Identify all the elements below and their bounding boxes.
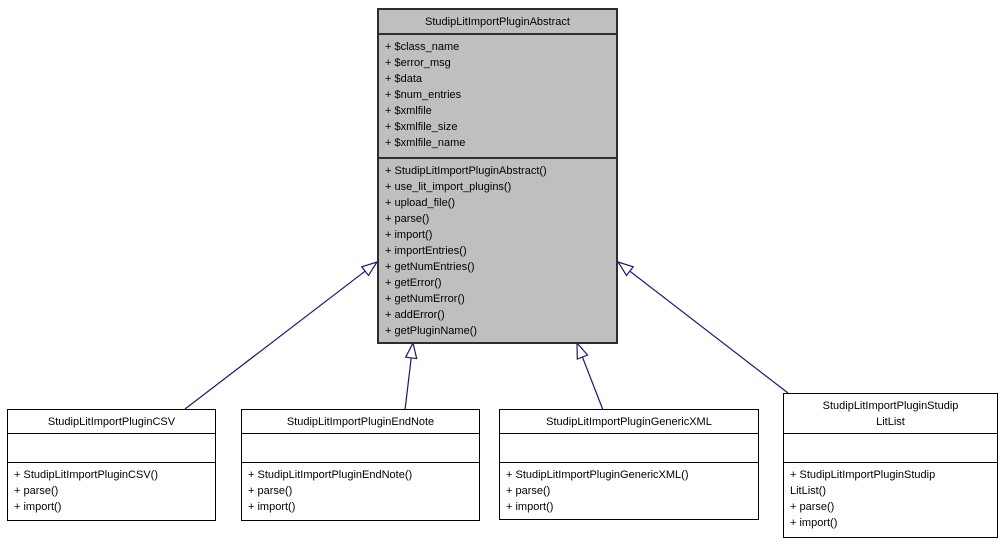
method-row: + getNumEntries() xyxy=(385,261,475,273)
method-row: + upload_file() xyxy=(385,197,456,209)
method-row: + parse() xyxy=(506,485,551,497)
class-title: StudipLitImportPluginAbstract xyxy=(379,10,616,35)
attributes-section xyxy=(500,434,758,463)
method-row: + use_lit_import_plugins() xyxy=(385,181,512,193)
method-row: + getError() xyxy=(385,277,442,289)
method-row: + getPluginName() xyxy=(385,325,478,337)
class-box-abstract[interactable]: StudipLitImportPluginAbstract + $class_n… xyxy=(377,8,618,344)
class-title: StudipLitImportPluginGenericXML xyxy=(500,410,758,434)
attribute-row: + $error_msg xyxy=(385,57,451,69)
class-title: StudipLitImportPluginCSV xyxy=(8,410,215,434)
inheritance-arrow-csv xyxy=(184,260,379,410)
attribute-row: + $xmlfile_size xyxy=(385,121,458,133)
class-box-genericxml[interactable]: StudipLitImportPluginGenericXML + Studip… xyxy=(499,409,759,520)
attribute-row: + $num_entries xyxy=(385,89,462,101)
method-row: + parse() xyxy=(14,485,59,497)
method-row: + import() xyxy=(14,501,62,513)
inheritance-arrow-endnote xyxy=(404,341,418,411)
method-row: + importEntries() xyxy=(385,245,467,257)
method-row: + import() xyxy=(248,501,296,513)
attributes-section: + $class_name + $error_msg + $data + $nu… xyxy=(379,35,616,159)
method-row: + addError() xyxy=(385,309,445,321)
attribute-row: + $class_name xyxy=(385,41,460,53)
method-row: + getNumError() xyxy=(385,293,465,305)
method-row: + StudipLitImportPluginStudip LitList() xyxy=(790,469,936,497)
method-row: + parse() xyxy=(790,501,835,513)
method-row: + StudipLitImportPluginGenericXML() xyxy=(506,469,689,481)
method-row: + import() xyxy=(506,501,554,513)
method-row: + StudipLitImportPluginCSV() xyxy=(14,469,158,481)
attributes-section xyxy=(242,434,479,463)
attribute-row: + $xmlfile_name xyxy=(385,137,466,149)
inheritance-arrow-genericxml xyxy=(576,341,604,411)
method-row: + import() xyxy=(385,229,433,241)
class-title: StudipLitImportPluginStudip LitList xyxy=(784,394,997,434)
methods-section: + StudipLitImportPluginGenericXML() + pa… xyxy=(500,463,758,519)
attributes-section xyxy=(8,434,215,463)
methods-section: + StudipLitImportPluginEndNote() + parse… xyxy=(242,463,479,520)
method-row: + import() xyxy=(790,517,838,529)
attribute-row: + $xmlfile xyxy=(385,105,432,117)
methods-section: + StudipLitImportPluginCSV() + parse() +… xyxy=(8,463,215,520)
method-row: + parse() xyxy=(248,485,293,497)
class-box-studiplitlist[interactable]: StudipLitImportPluginStudip LitList + St… xyxy=(783,393,998,538)
inheritance-arrow-studiplitlist xyxy=(616,260,789,394)
attributes-section xyxy=(784,434,997,463)
methods-section: + StudipLitImportPluginAbstract() + use_… xyxy=(379,159,616,342)
method-row: + StudipLitImportPluginEndNote() xyxy=(248,469,413,481)
method-row: + StudipLitImportPluginAbstract() xyxy=(385,165,547,177)
class-title: StudipLitImportPluginEndNote xyxy=(242,410,479,434)
class-box-csv[interactable]: StudipLitImportPluginCSV + StudipLitImpo… xyxy=(7,409,216,521)
method-row: + parse() xyxy=(385,213,430,225)
class-box-endnote[interactable]: StudipLitImportPluginEndNote + StudipLit… xyxy=(241,409,480,521)
methods-section: + StudipLitImportPluginStudip LitList() … xyxy=(784,463,997,537)
attribute-row: + $data xyxy=(385,73,423,85)
